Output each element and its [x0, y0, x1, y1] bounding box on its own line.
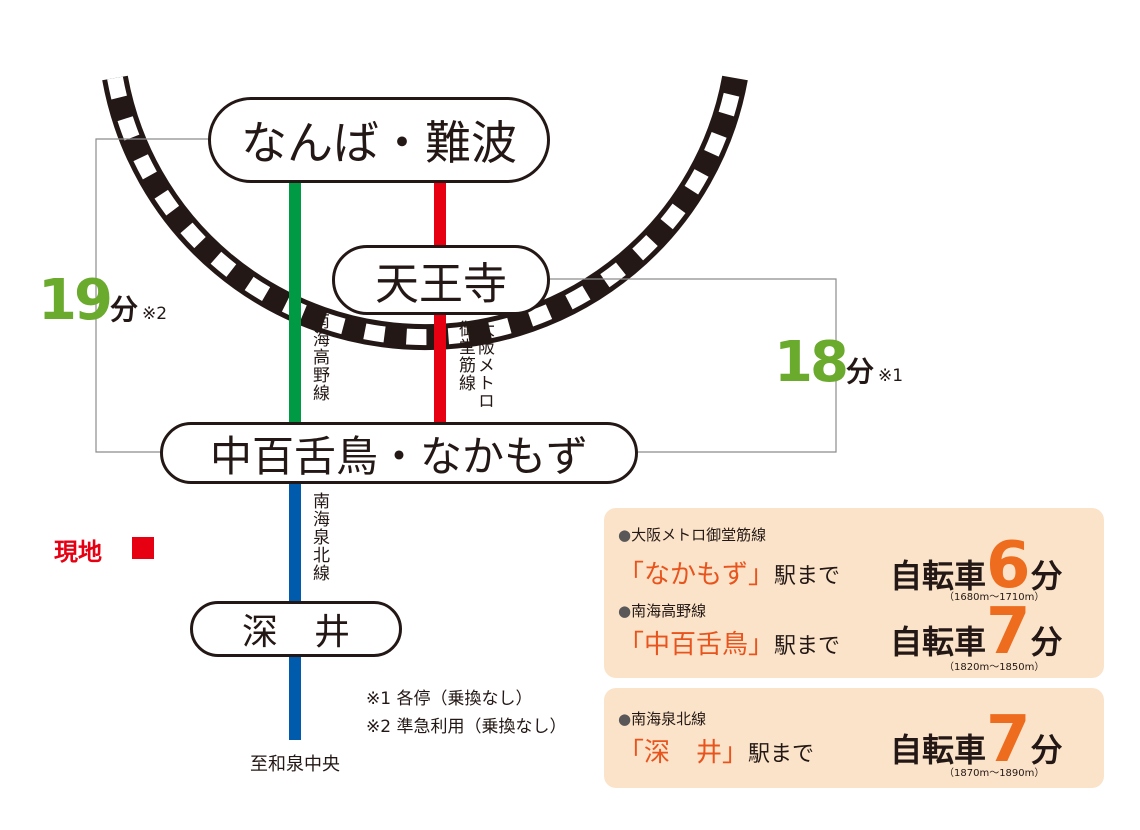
note-2: ※2 準急利用（乗換なし） — [366, 717, 567, 737]
time-right-unit: 分 — [845, 355, 874, 388]
jr-loop-track — [102, 75, 748, 351]
access-box-lower: ●南海泉北線 「深 井」駅まで 自転車7分 （1870m～1890m） — [604, 688, 1104, 788]
access-entry-1-station: 「なかもず」駅まで — [618, 560, 841, 590]
station-namba: なんば・難波 — [208, 97, 550, 183]
time-tennoji-nakamozu: 18分※1 — [774, 330, 903, 395]
station-nakamozu-label: 中百舌鳥・なかもず — [209, 431, 588, 481]
time-left-unit: 分 — [109, 293, 138, 326]
current-location-label: 現地 — [54, 538, 102, 566]
current-location-marker — [132, 537, 154, 559]
note-1: ※1 各停（乗換なし） — [366, 689, 533, 709]
access-entry-3-station: 「深 井」駅まで — [618, 738, 815, 768]
koya-line-label: 南海高野線 — [309, 312, 329, 402]
midosuji-line-label: 大阪メトロ御堂筋線 — [455, 320, 494, 410]
access-entry-3-line: ●南海泉北線 — [618, 710, 707, 728]
access-entry-1-line: ●大阪メトロ御堂筋線 — [618, 526, 767, 544]
time-left-note: ※2 — [141, 304, 168, 324]
access-entry-2-distance: （1820m～1850m） — [944, 662, 1045, 673]
left-time-bracket — [95, 138, 212, 453]
station-namba-label: なんば・難波 — [241, 116, 517, 170]
station-tennoji-label: 天王寺 — [375, 259, 507, 310]
access-entry-2-station: 「中百舌鳥」駅まで — [618, 630, 841, 660]
right-time-bracket — [548, 278, 837, 453]
access-entry-2-line: ●南海高野線 — [618, 602, 707, 620]
access-entry-1-bike: 自転車6分 — [890, 529, 1063, 603]
station-tennoji: 天王寺 — [332, 245, 550, 315]
time-namba-nakamozu: 19分※2 — [38, 268, 167, 333]
access-box-upper: ●大阪メトロ御堂筋線 「なかもず」駅まで 自転車6分 （1680m～1710m）… — [604, 508, 1104, 678]
station-nakamozu: 中百舌鳥・なかもず — [160, 422, 638, 484]
time-left-number: 19 — [38, 268, 113, 333]
access-entry-3-distance: （1870m～1890m） — [944, 768, 1045, 779]
station-fukai-label: 深 井 — [241, 612, 350, 653]
station-fukai: 深 井 — [190, 601, 402, 657]
time-right-number: 18 — [774, 330, 849, 395]
access-entry-1-distance: （1680m～1710m） — [944, 592, 1045, 603]
access-entry-2-bike: 自転車7分 — [890, 595, 1063, 669]
access-entry-3-bike: 自転車7分 — [890, 703, 1063, 777]
time-right-note: ※1 — [877, 366, 904, 386]
senboku-line-label: 南海泉北線 — [309, 492, 329, 582]
terminus-label: 至和泉中央 — [250, 754, 340, 775]
